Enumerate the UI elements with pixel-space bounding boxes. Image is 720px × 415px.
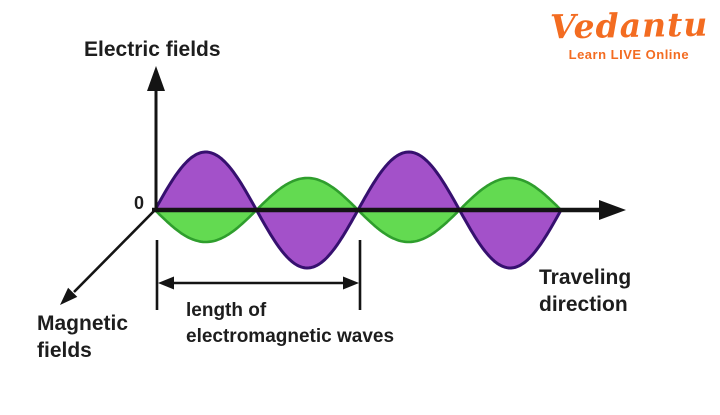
origin-zero-label: 0 xyxy=(134,193,145,213)
magnetic-fields-label-line1: Magnetic xyxy=(37,312,129,335)
traveling-direction-label-line1: Traveling xyxy=(539,266,632,289)
traveling-axis xyxy=(152,200,626,220)
right-arrowhead-icon xyxy=(599,200,626,220)
vedantu-logo: Vedantu Learn LIVE Online xyxy=(549,4,709,62)
electric-axis xyxy=(147,66,165,210)
up-arrowhead-icon xyxy=(147,66,165,91)
traveling-direction-label-line2: direction xyxy=(539,293,628,316)
wavelength-bracket xyxy=(155,240,362,310)
vedantu-wordmark: Vedantu xyxy=(549,4,709,47)
wavelength-label-line2: electromagnetic waves xyxy=(186,326,395,347)
right-arrowhead-icon xyxy=(343,276,359,290)
vedantu-tagline: Learn LIVE Online xyxy=(568,47,690,62)
wavelength-label-line1: length of xyxy=(186,300,267,321)
diagonal-arrowhead-icon xyxy=(60,287,78,305)
traveling-direction-label: Traveling direction xyxy=(539,264,631,318)
magnetic-fields-label-line2: fields xyxy=(37,339,92,362)
magnetic-fields-label: Magnetic fields xyxy=(37,310,128,364)
electric-fields-label: Electric fields xyxy=(84,38,221,61)
left-arrowhead-icon xyxy=(158,276,174,290)
wavelength-label: length of electromagnetic waves xyxy=(186,298,394,350)
magnetic-axis xyxy=(60,209,156,305)
